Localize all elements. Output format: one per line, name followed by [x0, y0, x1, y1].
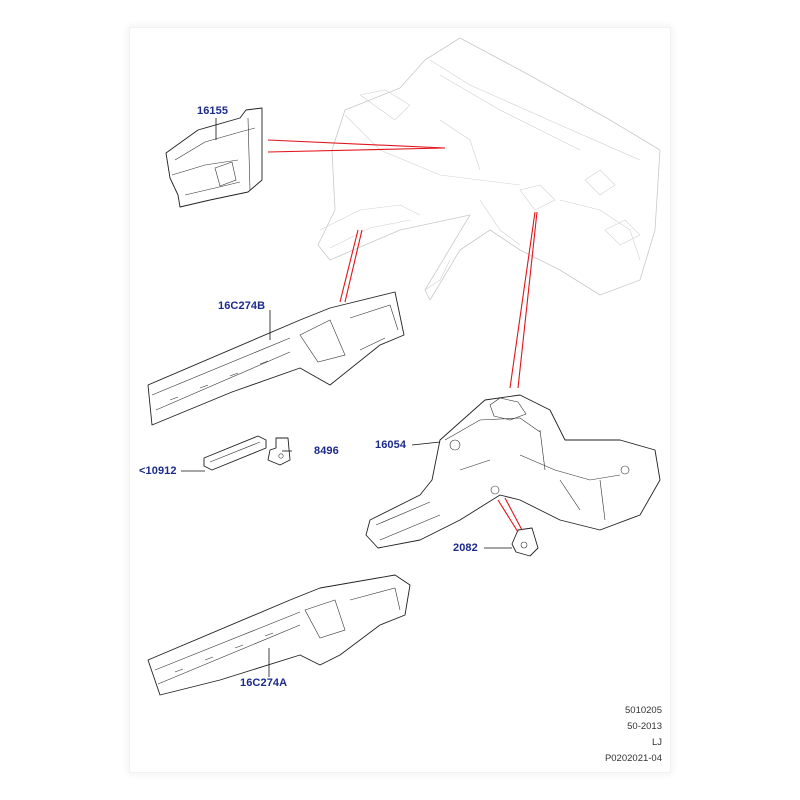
part-8496-illustration: [267, 437, 291, 466]
part-2082-illustration: [511, 527, 539, 557]
label-16155: 16155: [197, 105, 229, 117]
part-16054-illustration: [365, 394, 661, 549]
part-16C274A-illustration: [147, 574, 411, 696]
callout-lines: [267, 139, 538, 533]
label-8496: 8496: [314, 445, 339, 457]
label-16C274B: 16C274B: [218, 300, 266, 312]
reference-code-1: 5010205: [625, 705, 662, 716]
label-16054: 16054: [375, 439, 407, 451]
label-2082: 2082: [453, 542, 478, 554]
ghost-body-structure: [317, 37, 661, 301]
reference-code-3: LJ: [651, 737, 662, 748]
part-16C274B-illustration: [147, 291, 405, 426]
leader-lines: [181, 118, 512, 677]
part-10912-illustration: [203, 435, 267, 471]
label-16C274A: 16C274A: [240, 677, 288, 689]
part-16155-illustration: [165, 107, 263, 208]
reference-code-2: 50-2013: [627, 721, 662, 732]
label-10912: <10912: [139, 465, 177, 477]
reference-code-4: P0202021-04: [604, 753, 662, 764]
